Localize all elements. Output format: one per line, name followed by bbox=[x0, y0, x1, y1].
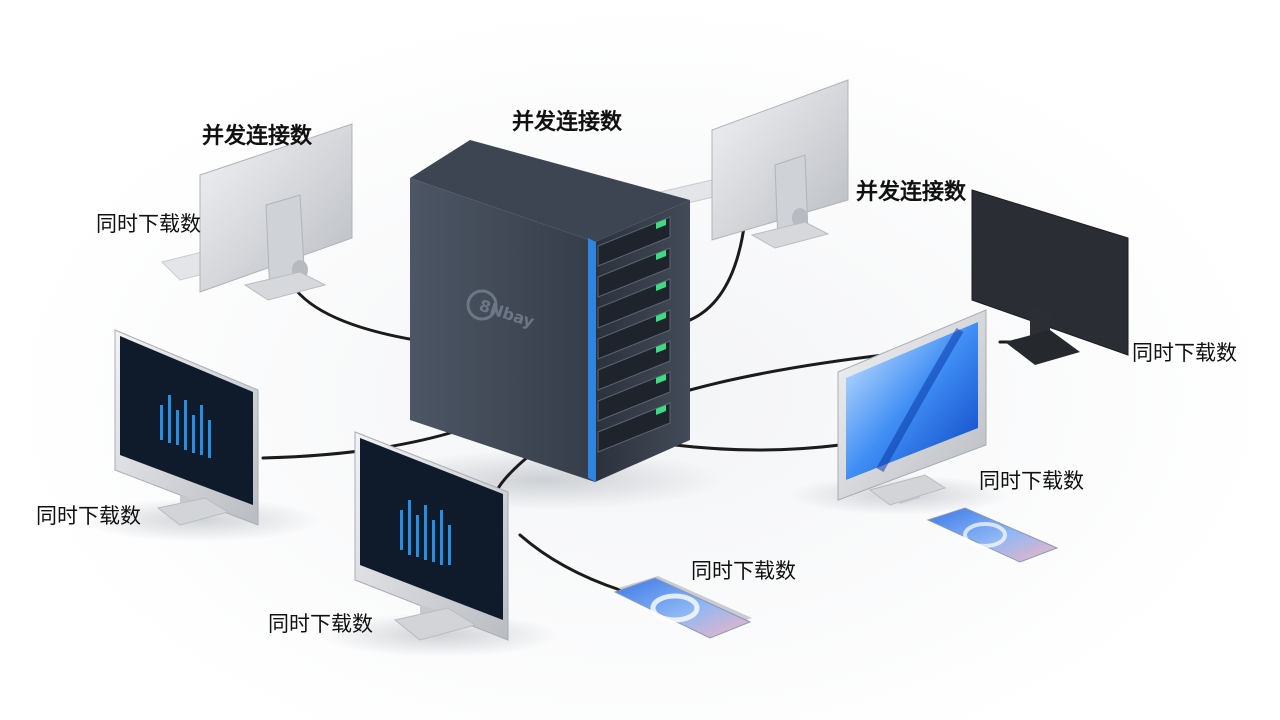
label-downloads-center-phone: 同时下载数 bbox=[691, 559, 796, 583]
label-downloads-left-lower: 同时下载数 bbox=[36, 504, 141, 528]
label-downloads-right-phone: 同时下载数 bbox=[979, 469, 1084, 493]
label-downloads-bottom: 同时下载数 bbox=[268, 612, 373, 636]
dashboard-monitor-bottom bbox=[354, 431, 509, 641]
dashboard-monitor-left bbox=[114, 329, 259, 526]
label-downloads-right-monitor: 同时下载数 bbox=[1132, 341, 1237, 365]
label-downloads-left-upper: 同时下载数 bbox=[96, 212, 201, 236]
label-concurrent-connections-left: 并发连接数 bbox=[202, 124, 313, 149]
label-concurrent-connections-center: 并发连接数 bbox=[512, 110, 623, 135]
smartphone-right bbox=[926, 507, 1059, 563]
silver-monitor-top-left bbox=[161, 123, 353, 301]
label-concurrent-connections-right: 并发连接数 bbox=[856, 180, 967, 205]
dark-monitor-right bbox=[971, 189, 1129, 365]
smartphone-center bbox=[613, 576, 752, 639]
drive-bays bbox=[597, 216, 671, 453]
windows-monitor-right bbox=[837, 309, 987, 506]
